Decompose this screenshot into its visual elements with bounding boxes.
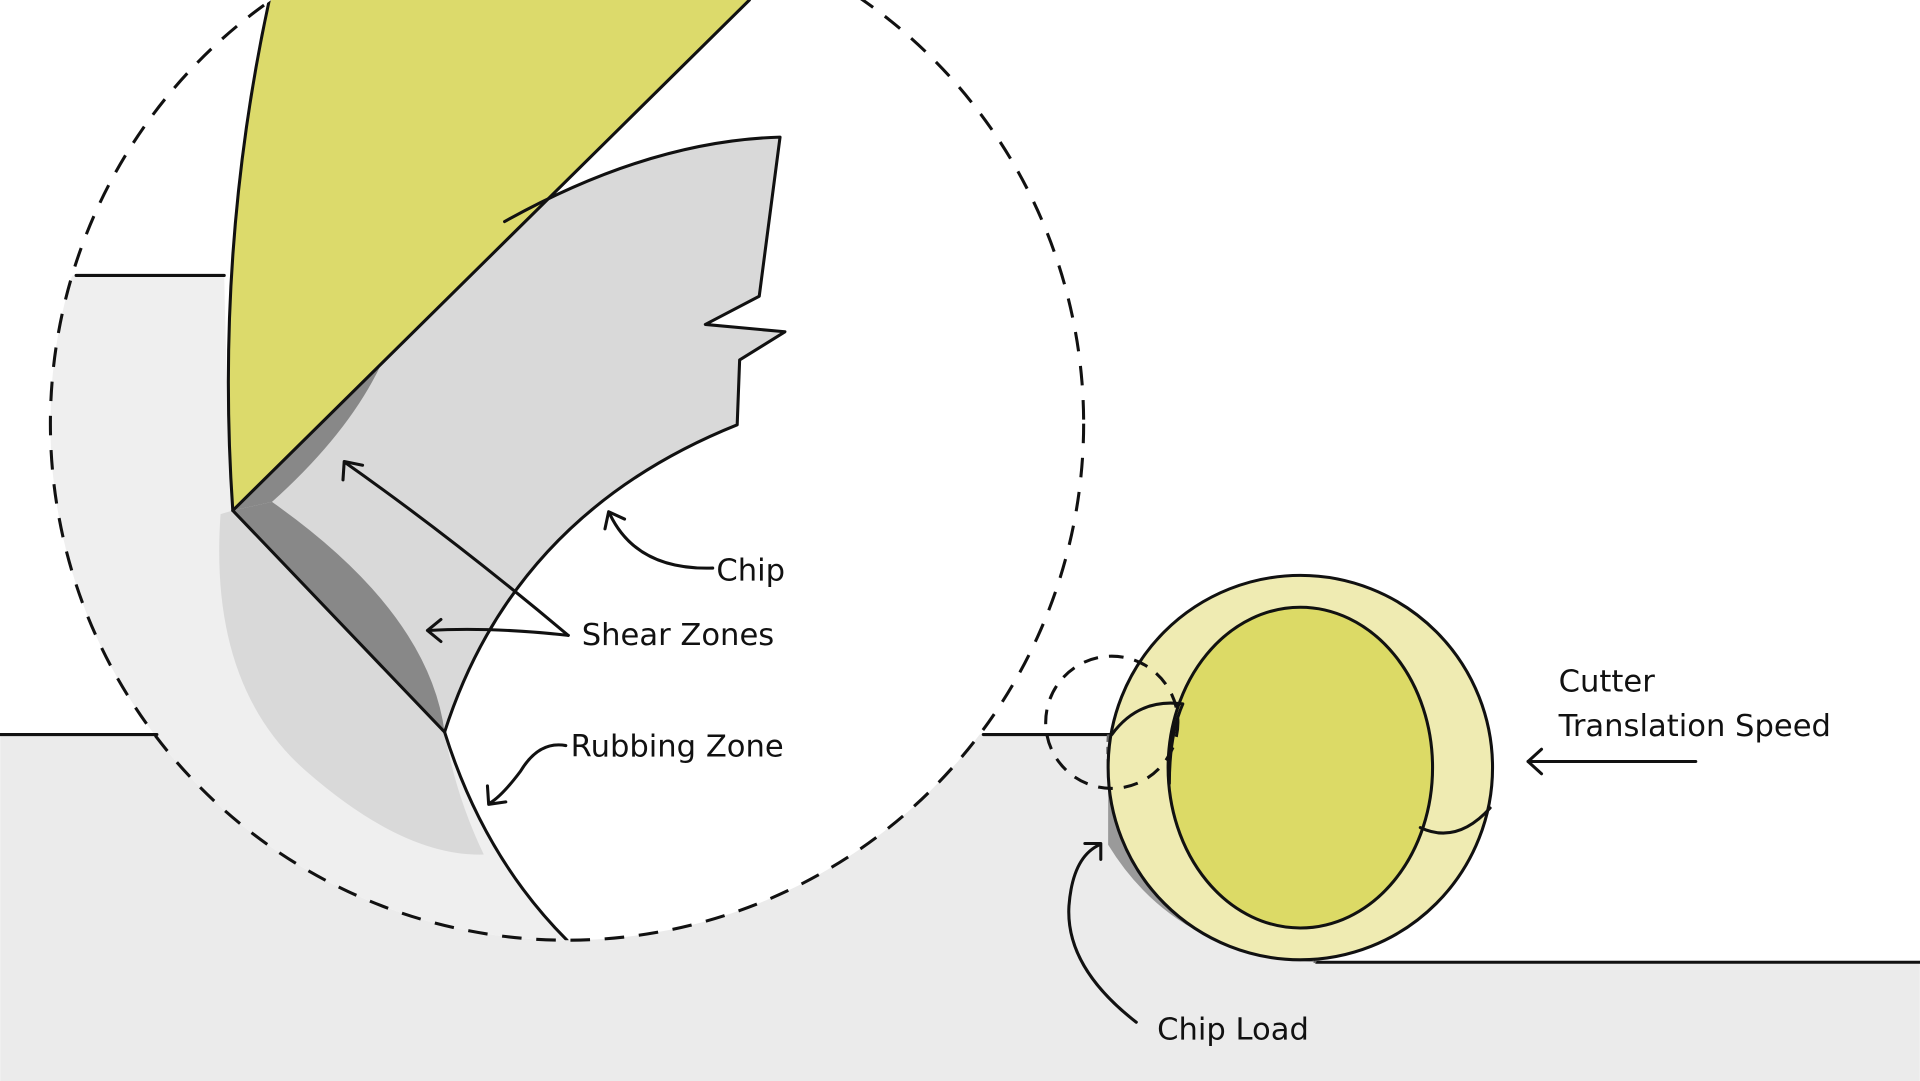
translation-speed-arrow <box>1526 747 1698 776</box>
label-shear-zones: Shear Zones <box>582 618 775 653</box>
shear-zones-arrows <box>341 460 570 644</box>
label-cutter: Cutter <box>1559 665 1656 700</box>
chip-load-arrow <box>1067 841 1138 1024</box>
cutting-tool <box>228 0 750 511</box>
magnified-view-outline <box>49 0 1086 942</box>
zoom-region-indicator <box>1044 654 1180 790</box>
chip <box>232 137 785 733</box>
label-chip-load: Chip Load <box>1157 1012 1309 1047</box>
label-chip: Chip <box>716 553 785 588</box>
rubbing-zone-arrow <box>485 743 568 806</box>
label-rubbing-zone: Rubbing Zone <box>571 730 784 765</box>
chip-load <box>1108 734 1317 963</box>
label-translation-speed: Translation Speed <box>1558 709 1831 744</box>
chip-arrow <box>603 510 715 570</box>
rubbing-zone-area <box>219 510 484 855</box>
cutter-core <box>1166 605 1435 930</box>
